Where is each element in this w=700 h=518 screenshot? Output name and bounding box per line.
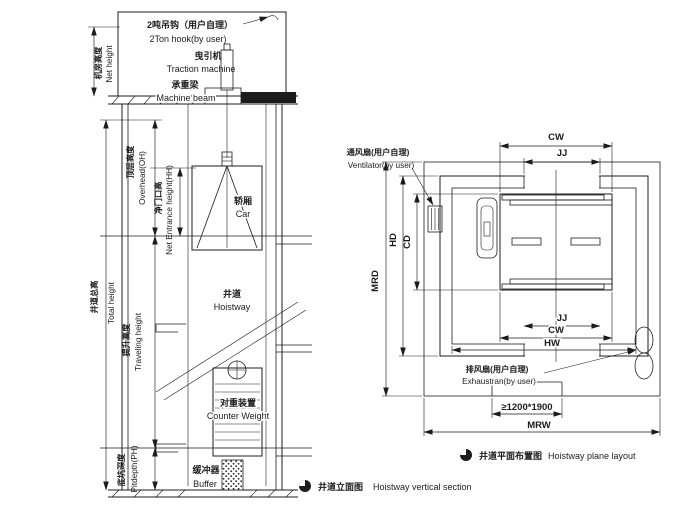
cd-label: CD — [402, 235, 413, 249]
access-door — [491, 381, 563, 396]
caption-left-zh: 井道立面图 — [318, 481, 363, 492]
dimension-lines-vertical-section — [88, 26, 196, 491]
car-label-zh: 轿厢 — [234, 195, 252, 206]
car-label-en: Car — [236, 209, 251, 219]
ventilator-label-zh: 通风扇(用户自理) — [347, 147, 410, 157]
buffer — [221, 459, 244, 491]
jj-bottom-label: JJ — [557, 313, 568, 324]
counterweight-label-en: Counter Weight — [207, 411, 270, 421]
ventilator-leader — [411, 167, 434, 206]
traction-label-en: Traction machine — [167, 64, 236, 74]
vertical-section: 2吨吊钩（用户自理） 2Ton hook(by user) 曳引机 Tracti… — [88, 11, 312, 498]
overhead-label-en: Overhead(OH) — [138, 151, 147, 205]
caption-vertical-section: 井道立面图 Hoistway vertical section — [299, 480, 472, 492]
caption-left-en: Hoistway vertical section — [373, 482, 472, 492]
caption-right-en: Hoistway plane layout — [548, 451, 636, 461]
ventilator — [427, 205, 443, 233]
landing-floors — [100, 235, 312, 457]
caption-right-zh: 井道平面布置图 — [479, 450, 542, 461]
slab-hatch — [111, 95, 200, 105]
hoistway-label-zh: 井道 — [223, 288, 241, 299]
jj-top-label: JJ — [557, 148, 568, 159]
buffer-label-zh: 缓冲器 — [192, 464, 220, 475]
hook-label-zh: 2吨吊钩（用户自理） — [147, 19, 233, 30]
car-plan — [499, 170, 613, 362]
ventilator-label-en: Ventilator(by user) — [348, 161, 415, 170]
net-height-label-en: Net height — [105, 45, 114, 83]
total-height-label-en: Total height — [107, 281, 116, 324]
dimension-lines-plane-layout — [382, 142, 661, 436]
counterweight-plan — [476, 197, 498, 259]
beam-label-zh: 承重梁 — [171, 79, 199, 90]
door-min-label: ≥1200*1900 — [501, 402, 552, 413]
pit-depth-label-en: Pitdepth(PH) — [130, 445, 139, 492]
traction-label-zh: 曳引机 — [194, 50, 221, 61]
car — [191, 90, 263, 251]
entrance-height-label-en: Net Entrance height(HH) — [165, 165, 174, 255]
total-height-label-zh: 井道总高 — [89, 281, 99, 314]
sill-brackets — [155, 323, 186, 453]
beam-label-en: Machine beam — [156, 93, 215, 103]
exhaust-label-en: Exhaustran(by user) — [462, 377, 536, 386]
plane-layout: CW JJ JJ CW HW ≥1200*1900 MRW MRD HD CD … — [347, 132, 661, 436]
hoistway-label-en: Hoistway — [214, 302, 251, 312]
net-height-label-zh: 机房高度 — [93, 46, 103, 80]
pit-depth-label-zh: 底坑深度 — [116, 453, 126, 487]
exhaust-leader — [543, 349, 637, 374]
break-line — [155, 301, 307, 401]
buffer-label-en: Buffer — [193, 479, 217, 489]
hoistway-plan-walls — [439, 174, 649, 358]
cw-bottom-label: CW — [548, 325, 564, 336]
cw-top-label: CW — [548, 132, 564, 143]
mrw-label: MRW — [527, 420, 551, 431]
caption-plane-layout: 井道平面布置图 Hoistway plane layout — [460, 449, 636, 461]
entrance-height-label-zh: 净门口高 — [153, 182, 163, 215]
overhead-label-zh: 顶层高度 — [125, 145, 135, 179]
traveling-height-label-en: Traveling height — [134, 312, 143, 371]
exhaust-fan — [634, 326, 654, 380]
counterweight-label-zh: 对重装置 — [220, 397, 256, 408]
hw-label: HW — [544, 338, 560, 349]
hoistway-walls — [100, 104, 312, 498]
pit-hatch — [111, 489, 294, 498]
exhaust-label-zh: 排风扇(用户自理) — [466, 364, 529, 374]
hook-label-en: 2Ton hook(by user) — [149, 34, 226, 44]
hook-leader — [242, 15, 279, 25]
hd-label: HD — [388, 233, 399, 247]
traveling-height-label-zh: 提升高度 — [121, 323, 131, 357]
counterweight — [212, 360, 263, 457]
mrd-label: MRD — [370, 270, 381, 292]
machine-beam — [204, 87, 296, 105]
